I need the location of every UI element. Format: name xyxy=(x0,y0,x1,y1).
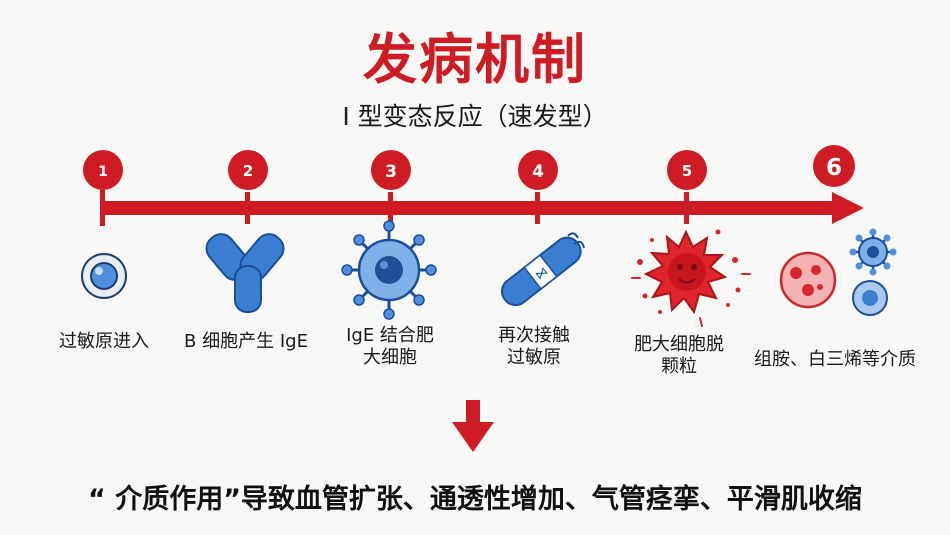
step-label-3-line-1: IgE 结合肥 xyxy=(346,325,434,346)
antibody-icon xyxy=(205,233,285,313)
step-number-4: 4 xyxy=(532,162,544,182)
allergen-icon xyxy=(81,253,127,299)
step-marker-2: 2 xyxy=(228,150,268,190)
step-label-4-line-1: 再次接触 xyxy=(498,325,570,346)
mediators-icon xyxy=(779,228,897,316)
result-statement: “ 介质作用”导致血管扩张、通透性增加、气管痉挛、平滑肌收缩 xyxy=(88,484,862,515)
step-label-1: 过敏原进入 xyxy=(59,331,149,352)
step-label-5: 肥大细胞脱 颗粒 xyxy=(620,334,738,378)
step-number-6: 6 xyxy=(826,155,842,181)
step-label-3: IgE 结合肥 大细胞 xyxy=(330,325,450,369)
degranulation-icon xyxy=(631,229,751,327)
step-marker-4: 4 xyxy=(518,150,558,190)
step-number-1: 1 xyxy=(98,164,108,180)
step-label-6: 组胺、白三烯等介质 xyxy=(754,349,916,370)
page-subtitle: I 型变态反应（速发型） xyxy=(342,102,608,131)
down-arrow-icon xyxy=(452,400,494,452)
step-label-3-line-2: 大细胞 xyxy=(363,347,417,368)
mast-cell-icon xyxy=(341,220,437,320)
step-label-4-line-2: 过敏原 xyxy=(507,347,561,368)
page-title: 发病机制 xyxy=(363,28,587,91)
step-marker-3: 3 xyxy=(371,150,411,190)
timeline-arrow xyxy=(100,190,864,226)
step-label-5-line-1: 肥大细胞脱 xyxy=(634,334,724,355)
step-label-2: B 细胞产生 IgE xyxy=(184,331,308,352)
step-marker-1: 1 xyxy=(83,150,123,190)
step-label-4: 再次接触 过敏原 xyxy=(480,325,588,369)
step-marker-6: 6 xyxy=(813,145,855,187)
step-number-3: 3 xyxy=(385,162,397,182)
step-marker-5: 5 xyxy=(667,150,707,190)
step-number-5: 5 xyxy=(682,162,692,180)
re-exposure-icon: ⋈ xyxy=(500,232,585,307)
step-number-2: 2 xyxy=(243,162,253,180)
step-label-5-line-2: 颗粒 xyxy=(661,356,697,377)
